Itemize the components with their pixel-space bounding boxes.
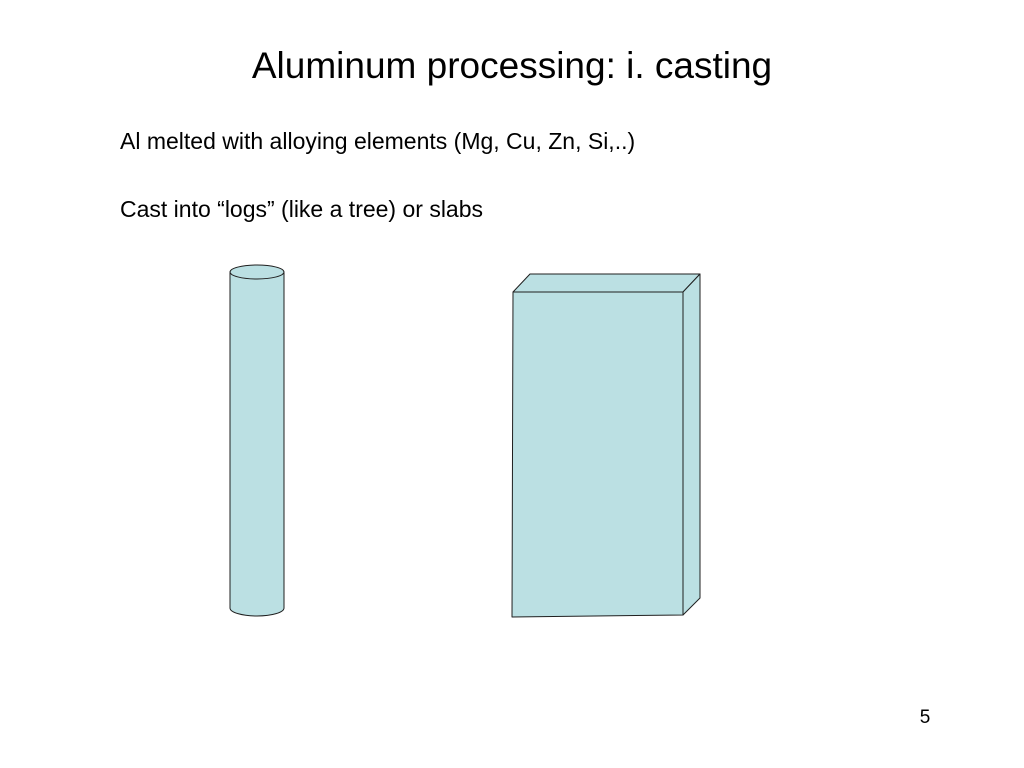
cylinder-body [229,272,285,617]
slab-side-face [682,273,701,616]
cylinder-top [229,264,285,280]
page-number: 5 [919,707,931,728]
slab-top-face [512,273,701,293]
log-cylinder [229,264,285,617]
body-text-line-1: Al melted with alloying elements (Mg, Cu… [120,128,636,154]
slab-box [511,273,701,618]
slab-front-face [511,291,684,618]
body-text-line-2: Cast into “logs” (like a tree) or slabs [120,196,484,222]
slide-title: Aluminum processing: i. casting [251,45,773,86]
